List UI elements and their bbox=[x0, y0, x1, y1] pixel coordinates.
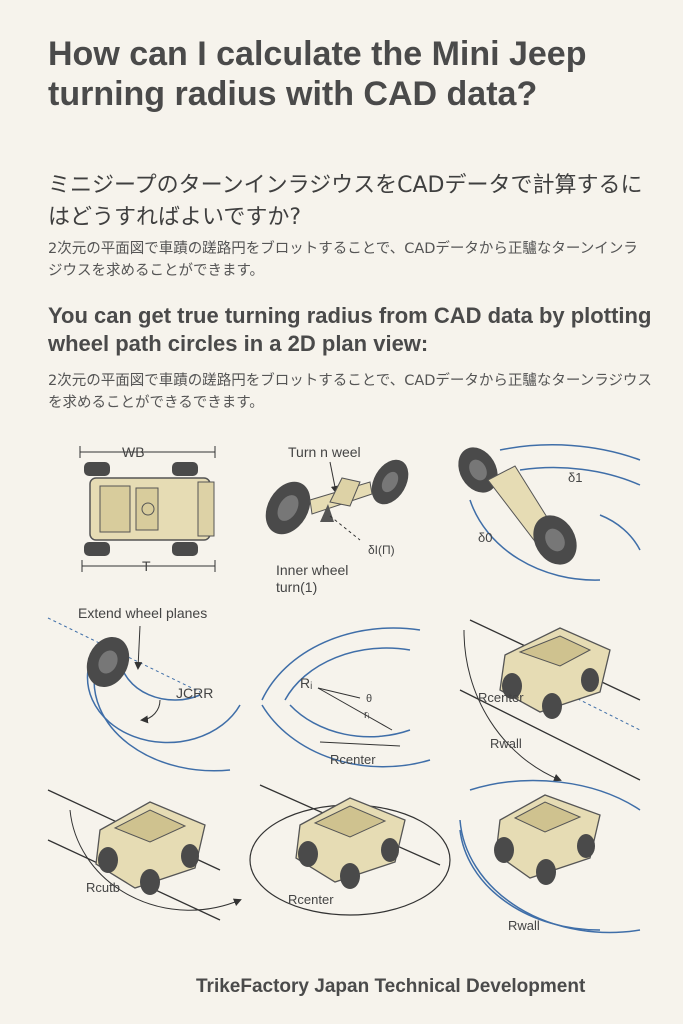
description-japanese: 2次元の平面図で車蹟の蹉路円をブロットすることで、CADデータから正驢なターンイ… bbox=[48, 241, 638, 279]
delta-0-label: δ0 bbox=[478, 530, 492, 545]
panel-jeep-curb: Rcutb bbox=[47, 789, 242, 921]
panel-jeep-center: Rcenter bbox=[249, 784, 451, 916]
r-center-label: Rcenter bbox=[330, 752, 376, 767]
panel-turn-wheel: Turn n weel δI(Π) Inner wheel turn(1) bbox=[265, 444, 409, 595]
diagram-grid: WB T Turn n weel δI(Π) Inner wheel turn(… bbox=[0, 430, 683, 950]
page-title: How can I calculate the Mini Jeep turnin… bbox=[48, 35, 587, 113]
extend-planes-label: Extend wheel planes bbox=[78, 605, 207, 621]
turn-wheel-label: Turn n weel bbox=[288, 444, 361, 460]
r-wall-2-label: Rwall bbox=[508, 918, 540, 933]
panel-radius-geometry: Rᵢ θ rᵢ Rcenter bbox=[261, 627, 431, 768]
panel-top-view-dimensions: WB T bbox=[79, 444, 216, 574]
inner-wheel-label: Inner wheel bbox=[276, 562, 348, 578]
panel-jeep-wall: Rcenter Rwall bbox=[459, 619, 641, 782]
delta-1-label: δ1 bbox=[568, 470, 582, 485]
answer-japanese: 2次元の平面図で車蹟の蹉路円をブロットすることで、CADデータから正驢なターンラ… bbox=[48, 373, 652, 411]
footer-credit: TrikeFactory Japan Technical Development bbox=[196, 976, 586, 997]
answer-heading: You can get true turning radius from CAD… bbox=[48, 303, 652, 356]
r-curb-label: Rcutb bbox=[86, 880, 120, 895]
r-i-label: Rᵢ bbox=[300, 675, 312, 691]
diagram-svg: WB T Turn n weel δI(Π) Inner wheel turn(… bbox=[47, 444, 641, 934]
t-label: T bbox=[142, 558, 151, 574]
jcrr-label: JCRR bbox=[176, 685, 213, 701]
panel-extend-planes: Extend wheel planes JCRR bbox=[47, 605, 241, 772]
r-center-3-label: Rcenter bbox=[288, 892, 334, 907]
r-center-2-label: Rcenter bbox=[478, 690, 524, 705]
panel-steer-angles: δ1 δ0 bbox=[458, 444, 641, 581]
page-title-japanese: ミニジープのターンインラジウスをCADデータで計算するにはどうすればよいですか? bbox=[48, 173, 643, 230]
r-sub-label: rᵢ bbox=[364, 709, 370, 721]
delta-in-label: δI(Π) bbox=[368, 543, 395, 557]
r-wall-label: Rwall bbox=[490, 736, 522, 751]
theta-label: θ bbox=[366, 693, 372, 705]
inner-turn-label: turn(1) bbox=[276, 579, 317, 595]
wb-label: WB bbox=[122, 444, 145, 460]
panel-jeep-wall-arcs: Rwall bbox=[459, 779, 641, 934]
